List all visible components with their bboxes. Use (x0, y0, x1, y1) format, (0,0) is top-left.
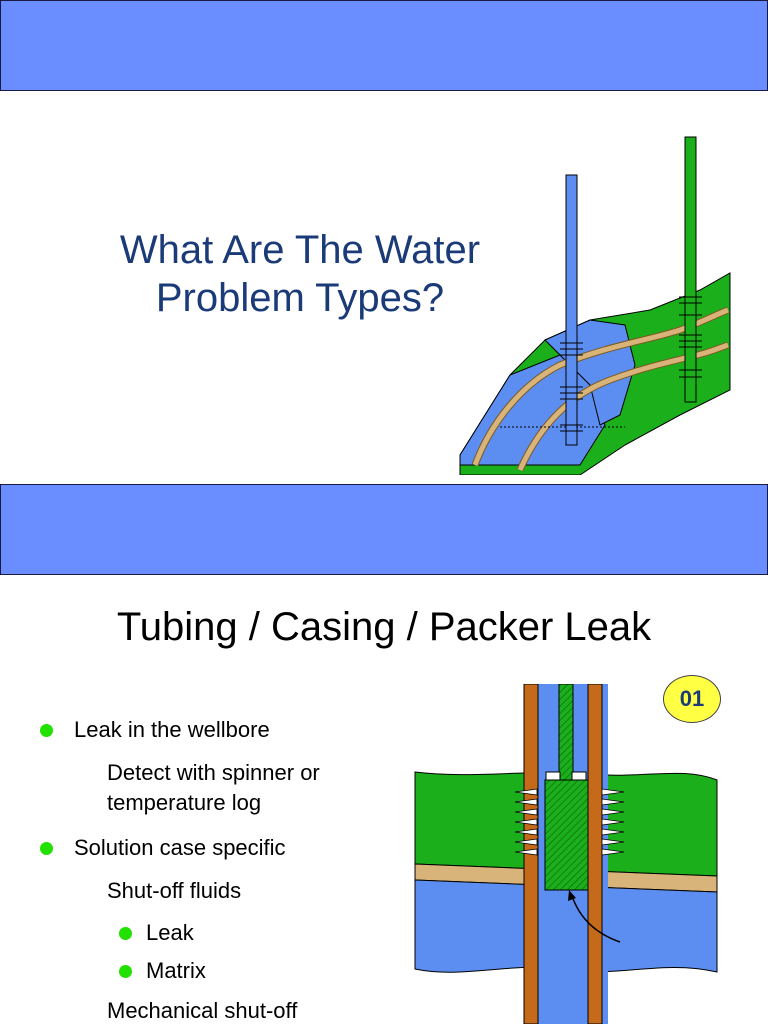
reservoir-wells-diagram (459, 136, 731, 475)
sub-bullet-mechanical-shutoff: Mechanical shut-off (107, 998, 298, 1023)
sub-bullet-detect: Detect with spinner or (107, 760, 320, 785)
packer-right (571, 771, 587, 781)
sub-bullet-temperature-log: temperature log (107, 790, 262, 815)
perforations-left (514, 788, 538, 856)
green-well (684, 136, 697, 403)
blue-well-perforations (560, 342, 583, 432)
packer-left (545, 771, 561, 781)
slide-number-badge: 01 (663, 675, 721, 723)
green-well-perforations (679, 296, 702, 378)
shutoff-plug (544, 779, 589, 891)
sand-streak-lower-fill (517, 342, 729, 472)
sand-streak-upper-fill (472, 307, 729, 466)
leak-arrowhead (568, 890, 576, 901)
casing-right (587, 684, 603, 1024)
tubing (558, 684, 574, 785)
bullet-leak-wellbore: Leak in the wellbore (74, 717, 270, 742)
perforations-right (601, 788, 625, 856)
slide1-title-line2: Problem Types? (155, 276, 445, 320)
slide2-title: Tubing / Casing / Packer Leak (116, 605, 652, 649)
bullet-dot (40, 724, 53, 737)
sub-sub-bullet-leak: Leak (146, 920, 194, 945)
leak-arrow (571, 895, 621, 943)
blue-well (565, 174, 578, 446)
bullet-dot (40, 842, 53, 855)
slide1-title-line1: What Are The Water (119, 228, 481, 272)
bullet-dot (119, 965, 132, 978)
top-banner (0, 0, 768, 91)
sub-bullet-shutoff-fluids: Shut-off fluids (107, 878, 242, 903)
bullet-solution-case: Solution case specific (74, 835, 286, 860)
slide1-title: What Are The Water Problem Types? (40, 226, 560, 322)
bullet-dot (119, 927, 132, 940)
sub-sub-bullet-matrix: Matrix (146, 958, 206, 983)
wellbore-leak-diagram (414, 684, 718, 1024)
middle-banner (0, 484, 768, 575)
